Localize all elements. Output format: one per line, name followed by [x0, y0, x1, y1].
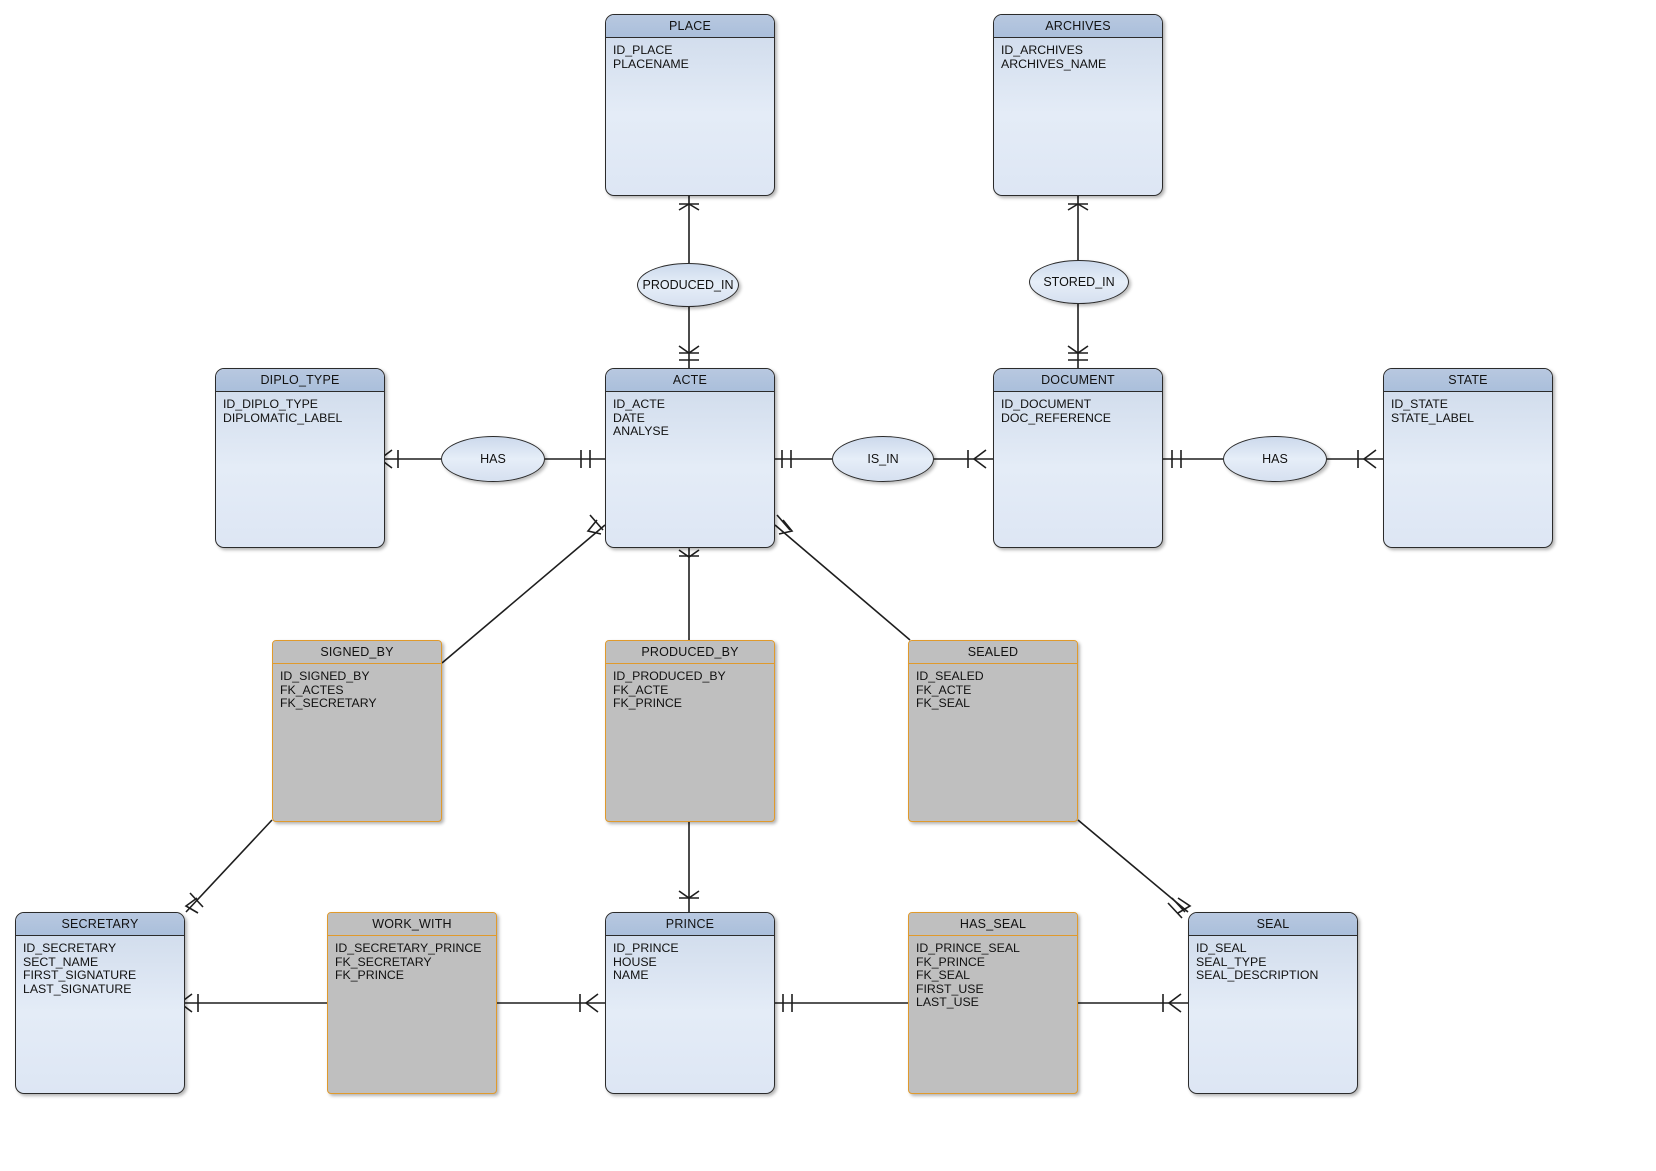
entity-title-produced_by: PRODUCED_BY	[606, 641, 774, 664]
attribute-row: LAST_SIGNATURE	[23, 981, 132, 996]
attribute-row: ID_ARCHIVES	[1001, 43, 1084, 57]
entity-title-secretary: SECRETARY	[16, 913, 184, 936]
entity-title-state: STATE	[1384, 369, 1552, 392]
attribute-row: ID_DIPLO_TYPE	[223, 397, 318, 411]
attribute-row: DOC_REFERENCE	[1001, 410, 1112, 425]
entity-title-sealed: SEALED	[909, 641, 1077, 664]
attribute-row: ANALYSE	[613, 424, 669, 439]
relationship-produced_in[interactable]: PRODUCED_IN	[637, 263, 739, 307]
attribute-row: FK_PRINCE	[613, 696, 683, 711]
entity-title-diplo_type: DIPLO_TYPE	[216, 369, 384, 392]
relationship-has_state[interactable]: HAS	[1223, 436, 1327, 482]
relationship-label: IS_IN	[867, 452, 899, 466]
attribute-row: SEAL_DESCRIPTION	[1196, 968, 1319, 983]
entity-title-acte: ACTE	[606, 369, 774, 392]
attribute-row: ID_SECRETARY	[23, 941, 117, 955]
attribute-row: FK_PRINCE	[916, 954, 986, 969]
attribute-row: DATE	[613, 410, 645, 425]
entity-title-archives: ARCHIVES	[994, 15, 1162, 38]
attribute-row: FIRST_SIGNATURE	[23, 968, 137, 983]
attribute-row: FIRST_USE	[916, 981, 984, 996]
attribute-row: SEAL_TYPE	[1196, 954, 1267, 969]
attribute-row: ID_PRINCE	[613, 941, 679, 955]
attribute-row: FK_SEAL	[916, 968, 970, 983]
entity-title-seal: SEAL	[1189, 913, 1357, 936]
attribute-row: FK_SECRETARY	[280, 696, 377, 711]
relationship-is_in[interactable]: IS_IN	[832, 436, 934, 482]
attribute-row: ID_SIGNED_BY	[280, 669, 370, 683]
entity-title-has_seal: HAS_SEAL	[909, 913, 1077, 936]
attribute-row: FK_ACTE	[916, 682, 972, 697]
relationship-label: STORED_IN	[1043, 275, 1115, 289]
attribute-row: ID_PRINCE_SEAL	[916, 941, 1020, 955]
attribute-row: PLACENAME	[613, 56, 689, 71]
attribute-row: ID_DOCUMENT	[1001, 397, 1092, 411]
attribute-row: NAME	[613, 968, 649, 983]
relationship-stored_in[interactable]: STORED_IN	[1029, 260, 1129, 304]
relationship-label: HAS	[480, 452, 506, 466]
relationship-label: HAS	[1262, 452, 1288, 466]
edge-sealed-seal	[1077, 819, 1189, 913]
attribute-row: ID_SEAL	[1196, 941, 1247, 955]
entity-title-prince: PRINCE	[606, 913, 774, 936]
relationship-label: PRODUCED_IN	[642, 278, 734, 292]
relationship-has_diplo[interactable]: HAS	[441, 436, 545, 482]
attribute-row: STATE_LABEL	[1391, 410, 1474, 425]
edge-acte-sealed	[774, 524, 911, 641]
attribute-row: ID_SECRETARY_PRINCE	[335, 941, 482, 955]
attribute-row: FK_ACTE	[613, 682, 669, 697]
attribute-row: SECT_NAME	[23, 954, 99, 969]
entity-title-document: DOCUMENT	[994, 369, 1162, 392]
attribute-row: LAST_USE	[916, 995, 979, 1010]
attribute-row: FK_ACTES	[280, 682, 344, 697]
attribute-row: ID_PLACE	[613, 43, 673, 57]
attribute-row: FK_SEAL	[916, 696, 970, 711]
attribute-row: HOUSE	[613, 954, 657, 969]
entity-title-place: PLACE	[606, 15, 774, 38]
edge-signedby-secretary	[185, 819, 273, 913]
entity-title-signed_by: SIGNED_BY	[273, 641, 441, 664]
attribute-row: ARCHIVES_NAME	[1001, 56, 1107, 71]
attribute-row: FK_SECRETARY	[335, 954, 432, 969]
attribute-row: ID_STATE	[1391, 397, 1448, 411]
attribute-row: ID_PRODUCED_BY	[613, 669, 726, 683]
attribute-row: FK_PRINCE	[335, 968, 405, 983]
entity-title-work_with: WORK_WITH	[328, 913, 496, 936]
attribute-row: ID_SEALED	[916, 669, 984, 683]
attribute-row: ID_ACTE	[613, 397, 665, 411]
edge-acte-signedby	[441, 524, 606, 664]
attribute-row: DIPLOMATIC_LABEL	[223, 410, 343, 425]
